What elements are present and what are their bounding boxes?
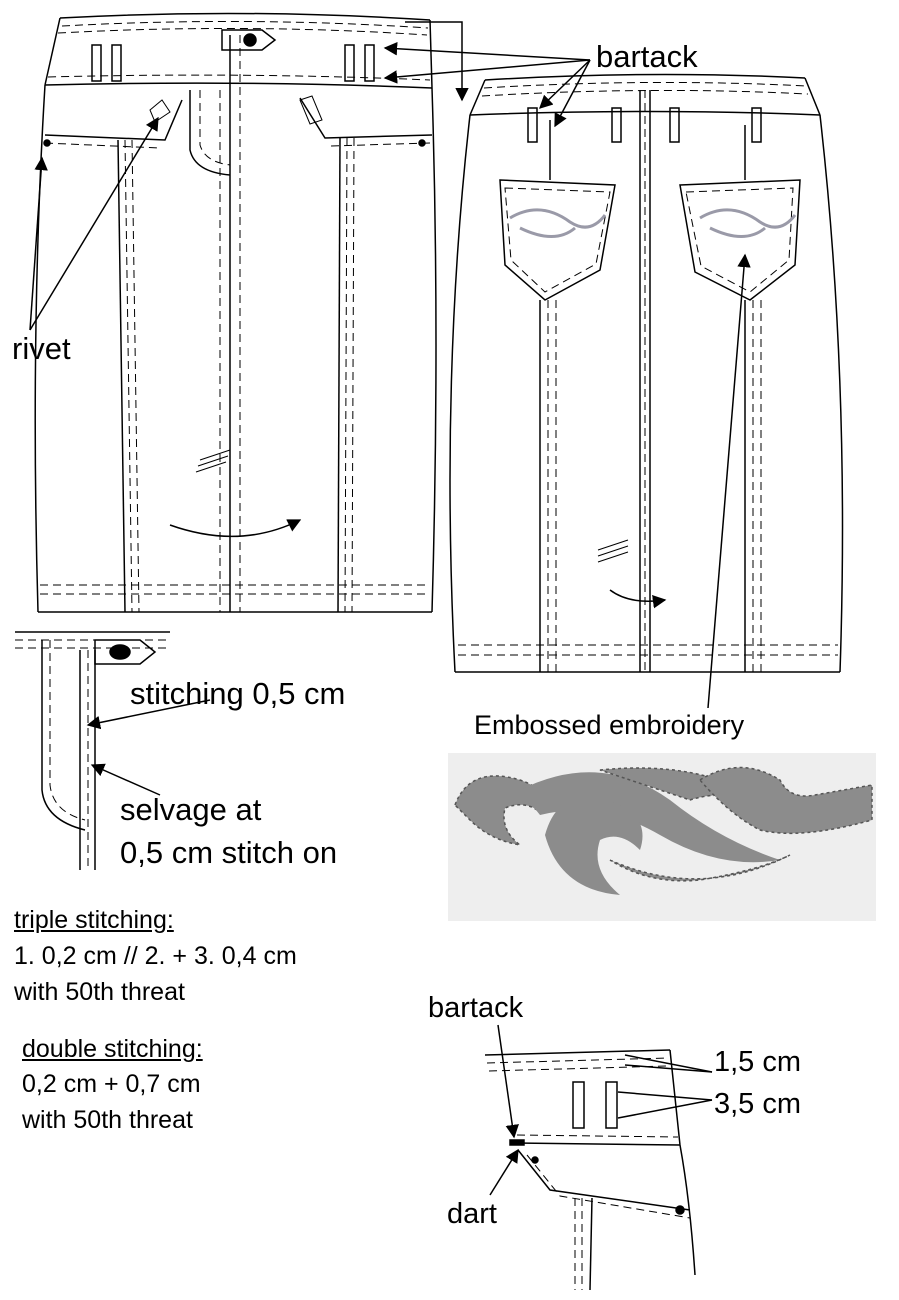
selvage-label-line2: 0,5 cm stitch on bbox=[120, 835, 338, 870]
triple-stitching-line2: with 50th threat bbox=[14, 978, 185, 1006]
triple-stitching-line1: 1. 0,2 cm // 2. + 3. 0,4 cm bbox=[14, 942, 297, 970]
front-skirt bbox=[34, 12, 437, 613]
double-stitching-title: double stitching: bbox=[22, 1035, 203, 1063]
waistband-detail bbox=[484, 1049, 696, 1291]
triple-stitching-title: triple stitching: bbox=[14, 906, 174, 934]
stitching-label: stitching 0,5 cm bbox=[130, 676, 346, 711]
rivet-label: rivet bbox=[12, 331, 71, 366]
embroidery-label: Embossed embroidery bbox=[474, 710, 745, 740]
dimension-label-2: 3,5 cm bbox=[714, 1088, 802, 1120]
bartack-detail-label: bartack bbox=[428, 992, 524, 1024]
double-stitching-line1: 0,2 cm + 0,7 cm bbox=[22, 1070, 201, 1098]
annotation-arrows bbox=[29, 21, 751, 1196]
selvage-label-line1: selvage at bbox=[120, 792, 262, 827]
embroidery-artwork bbox=[448, 753, 876, 921]
double-stitching-line2: with 50th threat bbox=[22, 1106, 193, 1134]
stitch-detail bbox=[15, 631, 170, 870]
back-skirt bbox=[449, 73, 844, 673]
bartack-label: bartack bbox=[596, 39, 698, 74]
dart-label: dart bbox=[447, 1198, 497, 1230]
dimension-label-1: 1,5 cm bbox=[714, 1046, 802, 1078]
